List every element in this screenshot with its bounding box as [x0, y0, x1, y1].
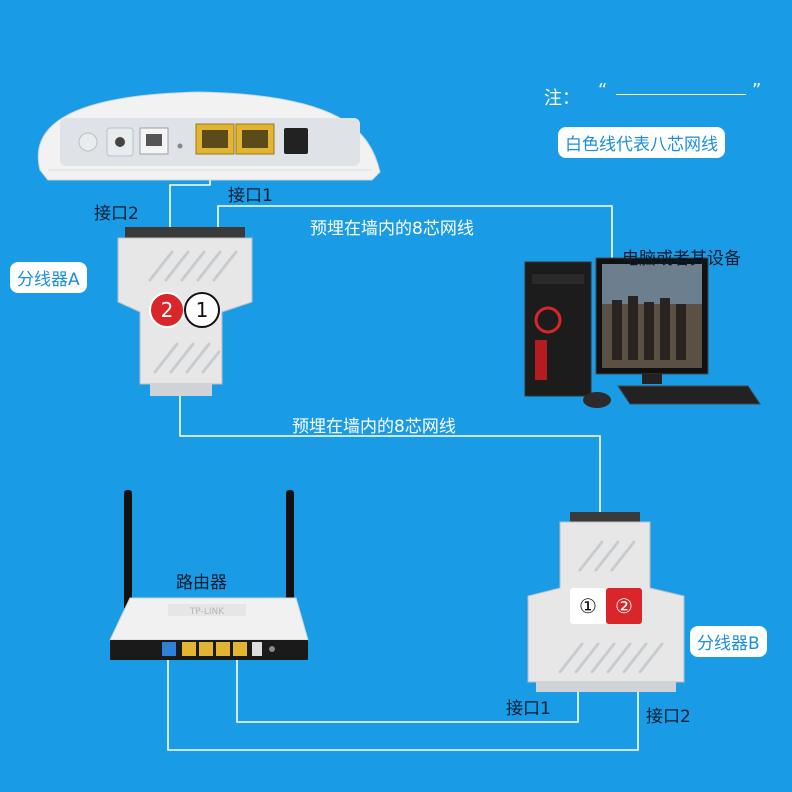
note-underline	[616, 94, 746, 95]
computer-device	[525, 258, 760, 408]
splitter-a-port2-badge: 2	[149, 292, 185, 328]
modem-port2-label: 接口2	[94, 199, 139, 224]
upper-cable-label: 预埋在墙内的8芯网线	[310, 214, 474, 239]
splitter-a-label: 分线器A	[10, 262, 87, 293]
splitter-b-label: 分线器B	[690, 626, 767, 657]
splitter-b-port2-badge: ②	[606, 588, 642, 624]
lower-cable-label: 预埋在墙内的8芯网线	[292, 412, 456, 437]
note-prefix: 注：	[544, 84, 580, 110]
splitter-a-port1-badge: 1	[184, 292, 220, 328]
computer-label: 电脑或者其设备	[622, 244, 741, 269]
note-open-quote: “	[598, 80, 607, 101]
legend-pill: 白色线代表八芯网线	[558, 127, 725, 158]
router-label: 路由器	[176, 568, 227, 593]
modem-port1-label: 接口1	[228, 181, 273, 206]
splitter-b-port1-badge: ①	[570, 588, 606, 624]
router-brand-text: TP-LINK	[189, 607, 225, 617]
modem-device	[38, 92, 380, 180]
splitter-b-port2-label: 接口2	[646, 702, 691, 727]
note-close-quote: ”	[752, 80, 761, 101]
splitter-b-port1-label: 接口1	[506, 694, 551, 719]
